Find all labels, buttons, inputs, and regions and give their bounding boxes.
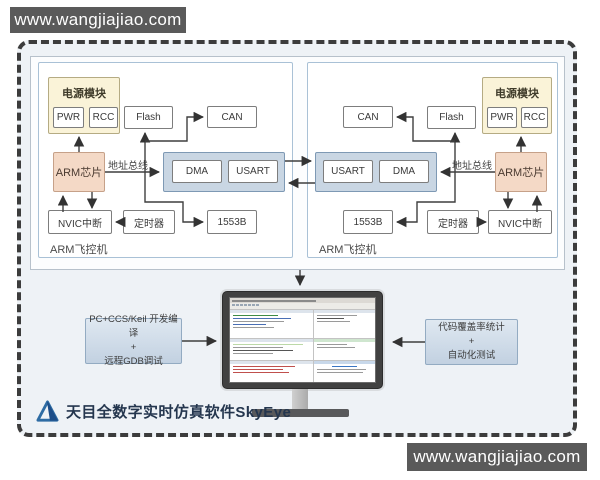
arm-block-left-label: ARM飞控机 (50, 244, 108, 256)
ide-debug-pane (313, 339, 375, 360)
skyeye-logo-icon (36, 399, 59, 422)
power-module-left-title: 电源模块 (62, 88, 106, 100)
usart-box-right: USART (323, 160, 373, 183)
flash-box-right: Flash (427, 106, 476, 129)
dev-compile-line1: PC+CCS/Keil 开发编译 (89, 314, 178, 340)
nvic-box-right: NVIC中断 (488, 210, 552, 234)
can-box-left: CAN (207, 106, 257, 128)
timer-box-left: 定时器 (123, 210, 175, 234)
flash-box-left: Flash (124, 106, 173, 129)
ide-memory-pane (313, 361, 375, 382)
ide-console-pane (230, 361, 313, 382)
arm-chip-left: ARM芯片 (53, 152, 105, 192)
watermark-top: www.wangjiajiao.com (10, 7, 186, 33)
can-box-right: CAN (343, 106, 393, 128)
arm-chip-right: ARM芯片 (495, 152, 547, 192)
address-bus-label-left: 地址总线 (108, 161, 148, 172)
monitor-stand-base (252, 409, 349, 417)
skyeye-logo-row: 天目全数字实时仿真软件SkyEye (36, 398, 291, 424)
coverage-test-box: 代码覆盖率统计 + 自动化测试 (425, 319, 518, 365)
skyeye-logo-text: 天目全数字实时仿真软件SkyEye (66, 403, 292, 421)
watermark-bottom: www.wangjiajiao.com (407, 443, 587, 471)
pwr-box-right: PWR (487, 107, 517, 128)
ide-panes (230, 309, 375, 382)
monitor-stand-neck (292, 389, 308, 410)
power-module-right-title: 电源模块 (495, 88, 539, 100)
1553b-box-left: 1553B (207, 210, 257, 234)
nvic-box-left: NVIC中断 (48, 210, 112, 234)
coverage-test-line2: + (468, 336, 475, 348)
address-bus-label-right: 地址总线 (452, 161, 492, 172)
1553b-box-right: 1553B (343, 210, 393, 234)
dev-compile-line2: + (130, 342, 137, 353)
ide-toolbar (230, 303, 375, 309)
arm-block-right-label: ARM飞控机 (319, 244, 377, 256)
pwr-box-left: PWR (53, 107, 84, 128)
rcc-box-left: RCC (89, 107, 118, 128)
timer-box-right: 定时器 (427, 210, 479, 234)
ide-titlebar (230, 298, 375, 303)
ide-editor-pane (230, 310, 313, 338)
rcc-box-right: RCC (521, 107, 548, 128)
ide-variables-pane (313, 310, 375, 338)
coverage-test-line3: 自动化测试 (447, 349, 496, 361)
dma-box-left: DMA (172, 160, 222, 183)
monitor-screen (229, 297, 376, 383)
dev-compile-box: PC+CCS/Keil 开发编译 + 远程GDB调试 (85, 314, 182, 367)
dev-compile-line3: 远程GDB调试 (104, 355, 163, 367)
dma-box-right: DMA (379, 160, 429, 183)
usart-box-left: USART (228, 160, 278, 183)
coverage-test-line1: 代码覆盖率统计 (438, 322, 505, 334)
ide-source-pane (230, 339, 313, 360)
